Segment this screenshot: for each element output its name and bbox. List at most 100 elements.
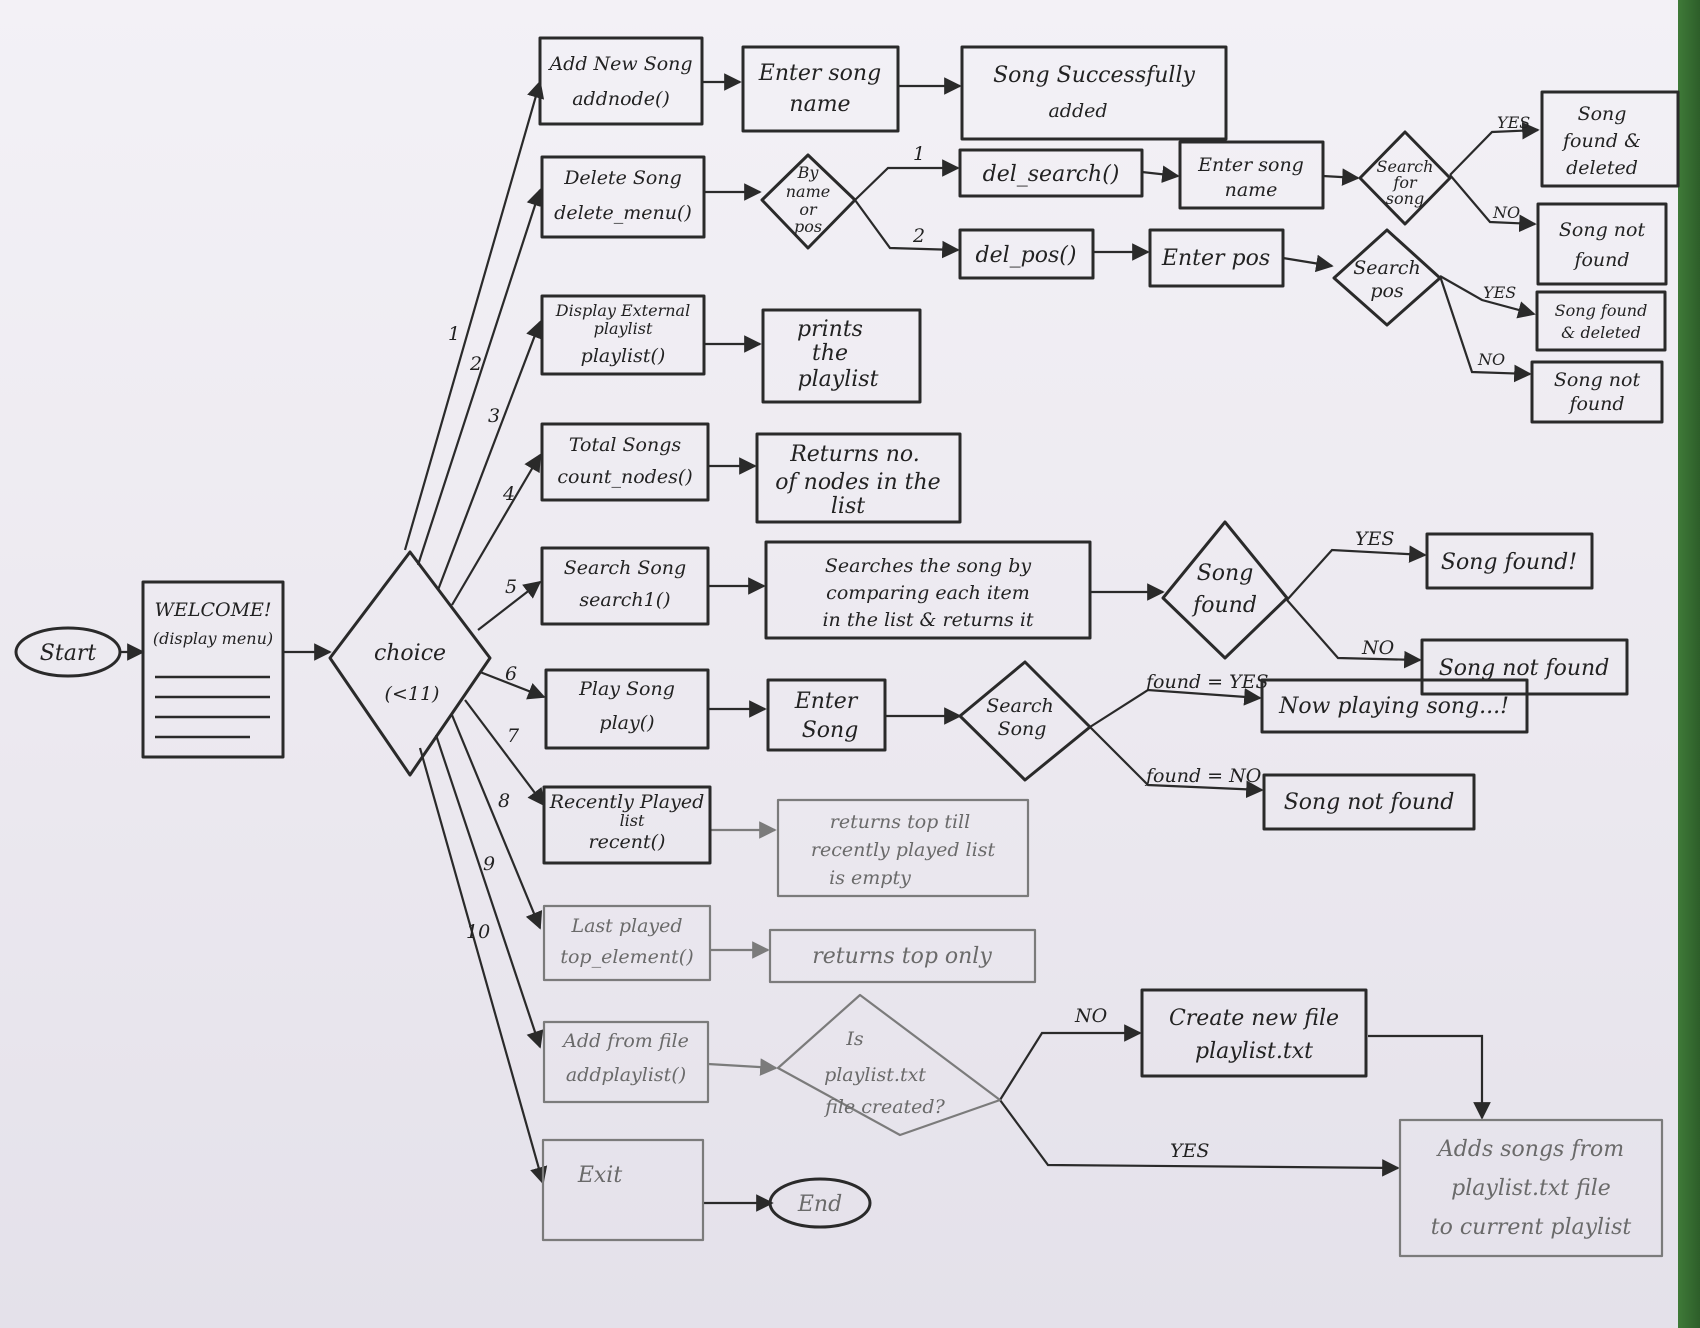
svg-text:delete_menu(): delete_menu()	[554, 202, 692, 224]
svg-text:Delete Song: Delete Song	[563, 167, 682, 189]
svg-text:song: song	[1386, 189, 1424, 208]
edge-labels: 1 2 3 4 5 6 7 8 9 10 1 2 YES NO YES NO Y…	[448, 113, 1530, 1162]
svg-text:Search: Search	[986, 695, 1054, 717]
svg-text:Now playing song...!: Now playing song...!	[1278, 694, 1509, 719]
svg-text:the: the	[812, 341, 848, 366]
song-not-found-node-3: Song not found	[1420, 638, 1629, 696]
svg-text:Song Successfully: Song Successfully	[993, 63, 1195, 88]
edge-choice-5	[477, 580, 542, 631]
returns-count-node: Returns no. of nodes in the list	[755, 432, 962, 524]
svg-text:choice: choice	[374, 641, 446, 666]
svg-text:Total Songs: Total Songs	[569, 434, 682, 456]
edge-label-yes-3: YES	[1355, 528, 1394, 550]
edge-label-6: 6	[505, 663, 517, 685]
svg-text:Returns no.: Returns no.	[789, 442, 920, 467]
edge-label-file-no: NO	[1074, 1005, 1108, 1027]
svg-text:recently played list: recently played list	[811, 839, 996, 861]
svg-text:found &: found &	[1561, 130, 1641, 152]
add-new-song-node: Add New Song addnode()	[538, 36, 704, 126]
svg-text:playlist.txt: playlist.txt	[1195, 1039, 1313, 1064]
song-not-found-node-2: Song not found	[1530, 360, 1664, 424]
svg-text:name: name	[1225, 179, 1278, 201]
svg-text:playlist(): playlist()	[581, 345, 666, 367]
svg-text:Song found: Song found	[1555, 301, 1648, 320]
edge-label-del-2: 2	[912, 225, 925, 247]
svg-text:Adds songs from: Adds songs from	[1436, 1137, 1624, 1162]
svg-text:file created?: file created?	[823, 1096, 945, 1118]
edge-choice-7	[464, 699, 546, 807]
returns-top-till-node: returns top till recently played list is…	[776, 798, 1030, 898]
svg-text:list: list	[831, 494, 865, 519]
edge-label-5: 5	[505, 576, 517, 598]
searches-description-node: Searches the song by comparing each item…	[764, 540, 1092, 640]
svg-text:Song: Song	[802, 718, 859, 743]
svg-text:del_pos(): del_pos()	[976, 243, 1077, 268]
svg-text:Enter song: Enter song	[1197, 154, 1304, 176]
edge-choice-9	[434, 734, 544, 1049]
search-song-node: Search Song search1()	[540, 546, 710, 626]
svg-text:search1(): search1()	[579, 589, 670, 611]
svg-text:(<11): (<11)	[385, 683, 440, 705]
choice-decision: choice (<11)	[328, 550, 492, 777]
svg-text:Song found!: Song found!	[1441, 550, 1577, 575]
edge-choice-1	[403, 80, 545, 551]
enter-song-node: Enter Song	[766, 678, 887, 752]
svg-text:By: By	[797, 163, 820, 182]
enter-pos-node: Enter pos	[1148, 228, 1285, 288]
song-found-deleted-node-1: Song found & deleted	[1540, 90, 1680, 188]
welcome-menu-node: WELCOME! (display menu)	[141, 580, 285, 759]
svg-text:Is: Is	[845, 1028, 864, 1050]
edge-label-file-yes: YES	[1170, 1140, 1209, 1162]
edge-label-3: 3	[488, 405, 500, 427]
svg-text:Song: Song	[998, 718, 1047, 740]
svg-text:& deleted: & deleted	[1561, 323, 1641, 342]
by-name-or-pos-decision: By name or pos	[760, 153, 857, 250]
song-found-deleted-node-2: Song found & deleted	[1535, 290, 1667, 352]
song-found-node: Song found!	[1425, 532, 1594, 590]
adds-songs-node: Adds songs from playlist.txt file to cur…	[1398, 1118, 1664, 1258]
svg-text:Song not: Song not	[1559, 219, 1646, 241]
edge-label-no-3: NO	[1361, 637, 1395, 659]
svg-text:Exit: Exit	[577, 1163, 623, 1188]
del-pos-node: del_pos()	[958, 228, 1095, 280]
svg-text:playlist: playlist	[798, 367, 879, 392]
song-found-decision: Song found	[1161, 520, 1289, 660]
svg-text:returns top only: returns top only	[812, 944, 992, 969]
edge-choice-6	[479, 670, 546, 700]
svg-text:Song: Song	[1197, 561, 1254, 586]
svg-text:Song not found: Song not found	[1439, 656, 1610, 681]
recently-played-node: Recently Played list recent()	[542, 785, 712, 865]
svg-text:Search: Search	[1353, 257, 1421, 279]
svg-text:or: or	[799, 200, 818, 219]
enter-song-name-node-1: Enter song name	[741, 45, 900, 133]
start-node: Start	[14, 626, 122, 678]
svg-text:list: list	[620, 811, 645, 830]
edge-choice-10	[418, 747, 548, 1185]
svg-text:comparing each item: comparing each item	[826, 582, 1030, 604]
svg-text:addnode(): addnode()	[572, 88, 670, 110]
edge-label-1: 1	[448, 323, 460, 345]
svg-text:Start: Start	[40, 641, 97, 666]
enter-song-name-node-2: Enter song name	[1178, 140, 1325, 210]
svg-text:found: found	[1567, 393, 1624, 415]
total-songs-node: Total Songs count_nodes()	[540, 422, 710, 502]
edge-label-del-1: 1	[913, 143, 925, 165]
svg-text:added: added	[1048, 100, 1107, 122]
song-not-found-node-1: Song not found	[1536, 202, 1668, 286]
svg-text:playlist.txt file: playlist.txt file	[1451, 1176, 1611, 1201]
search-for-song-decision: Search for song	[1358, 130, 1452, 226]
svg-text:WELCOME!: WELCOME!	[154, 599, 271, 621]
svg-text:Song not: Song not	[1554, 369, 1641, 391]
edges	[120, 73, 1540, 1212]
svg-text:found: found	[1572, 249, 1629, 271]
svg-text:Recently Played: Recently Played	[549, 791, 705, 813]
svg-text:Create new file: Create new file	[1169, 1006, 1339, 1031]
returns-top-only-node: returns top only	[768, 928, 1037, 984]
svg-text:pos: pos	[794, 217, 822, 236]
edge-label-2: 2	[469, 353, 482, 375]
svg-text:Play Song: Play Song	[578, 678, 675, 700]
svg-text:playlist.txt: playlist.txt	[824, 1064, 926, 1086]
delete-song-node: Delete Song delete_menu()	[540, 155, 706, 239]
svg-text:Song: Song	[1578, 103, 1627, 125]
svg-text:playlist: playlist	[594, 319, 653, 338]
